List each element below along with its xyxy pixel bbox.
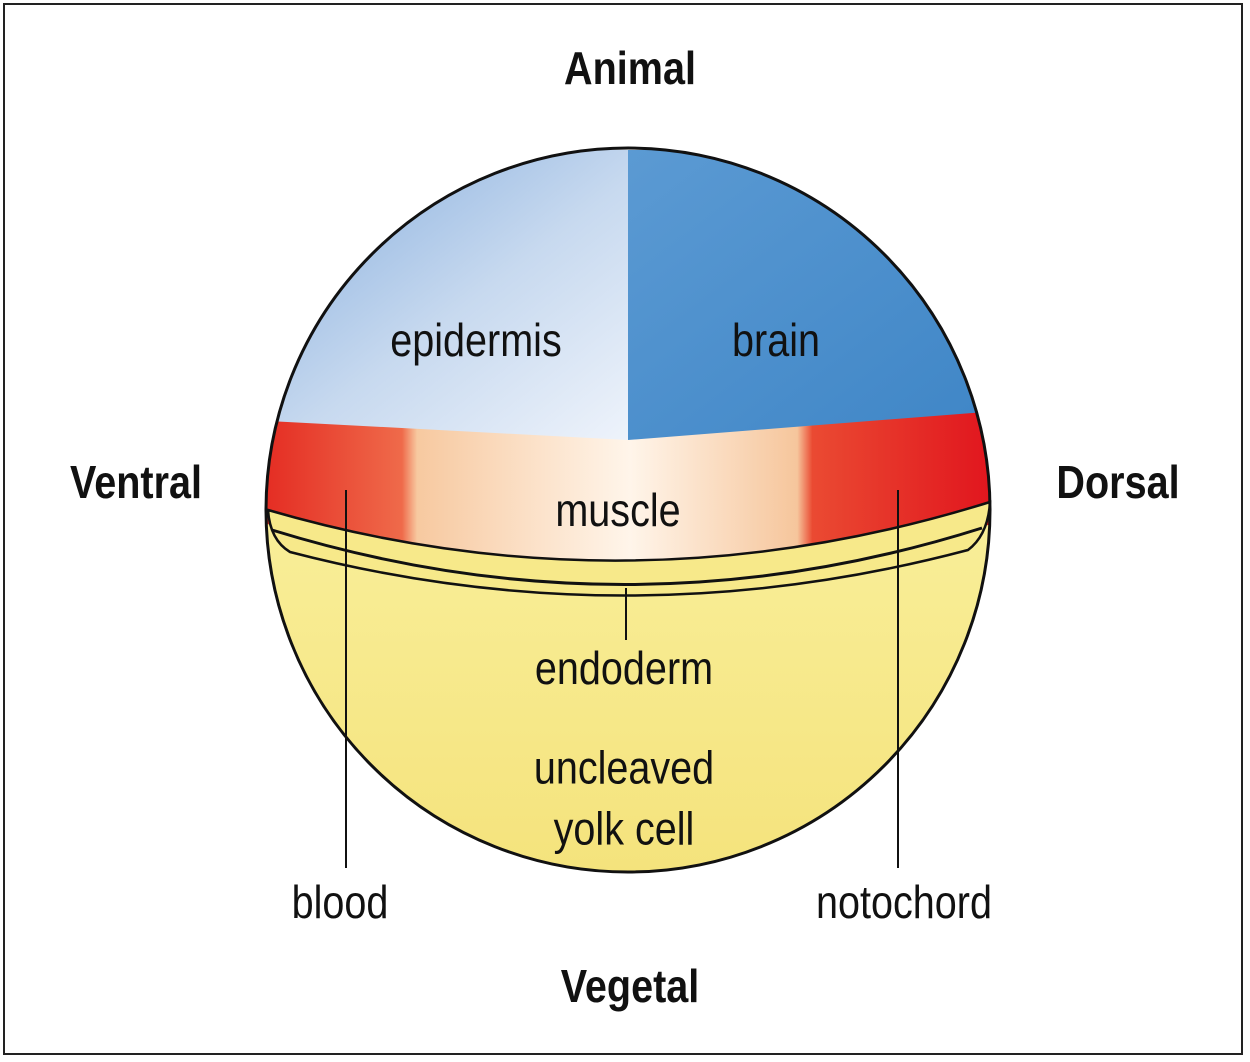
animal-pole-label: Animal <box>564 45 696 91</box>
dorsal-label: Dorsal <box>1056 459 1179 505</box>
epidermis-region <box>250 150 628 440</box>
yolk-label-line2: yolk cell <box>534 798 714 859</box>
muscle-label: muscle <box>555 487 680 533</box>
brain-label: brain <box>732 317 820 363</box>
blood-label: blood <box>292 879 389 925</box>
vegetal-pole-label: Vegetal <box>561 963 700 1009</box>
epidermis-label: epidermis <box>390 317 562 363</box>
ventral-label: Ventral <box>70 459 202 505</box>
brain-region <box>628 150 1010 440</box>
endoderm-label: endoderm <box>535 645 713 691</box>
yolk-label-line1: uncleaved <box>534 737 714 798</box>
uncleaved-yolk-cell-label: uncleaved yolk cell <box>534 737 714 858</box>
notochord-label: notochord <box>816 879 992 925</box>
